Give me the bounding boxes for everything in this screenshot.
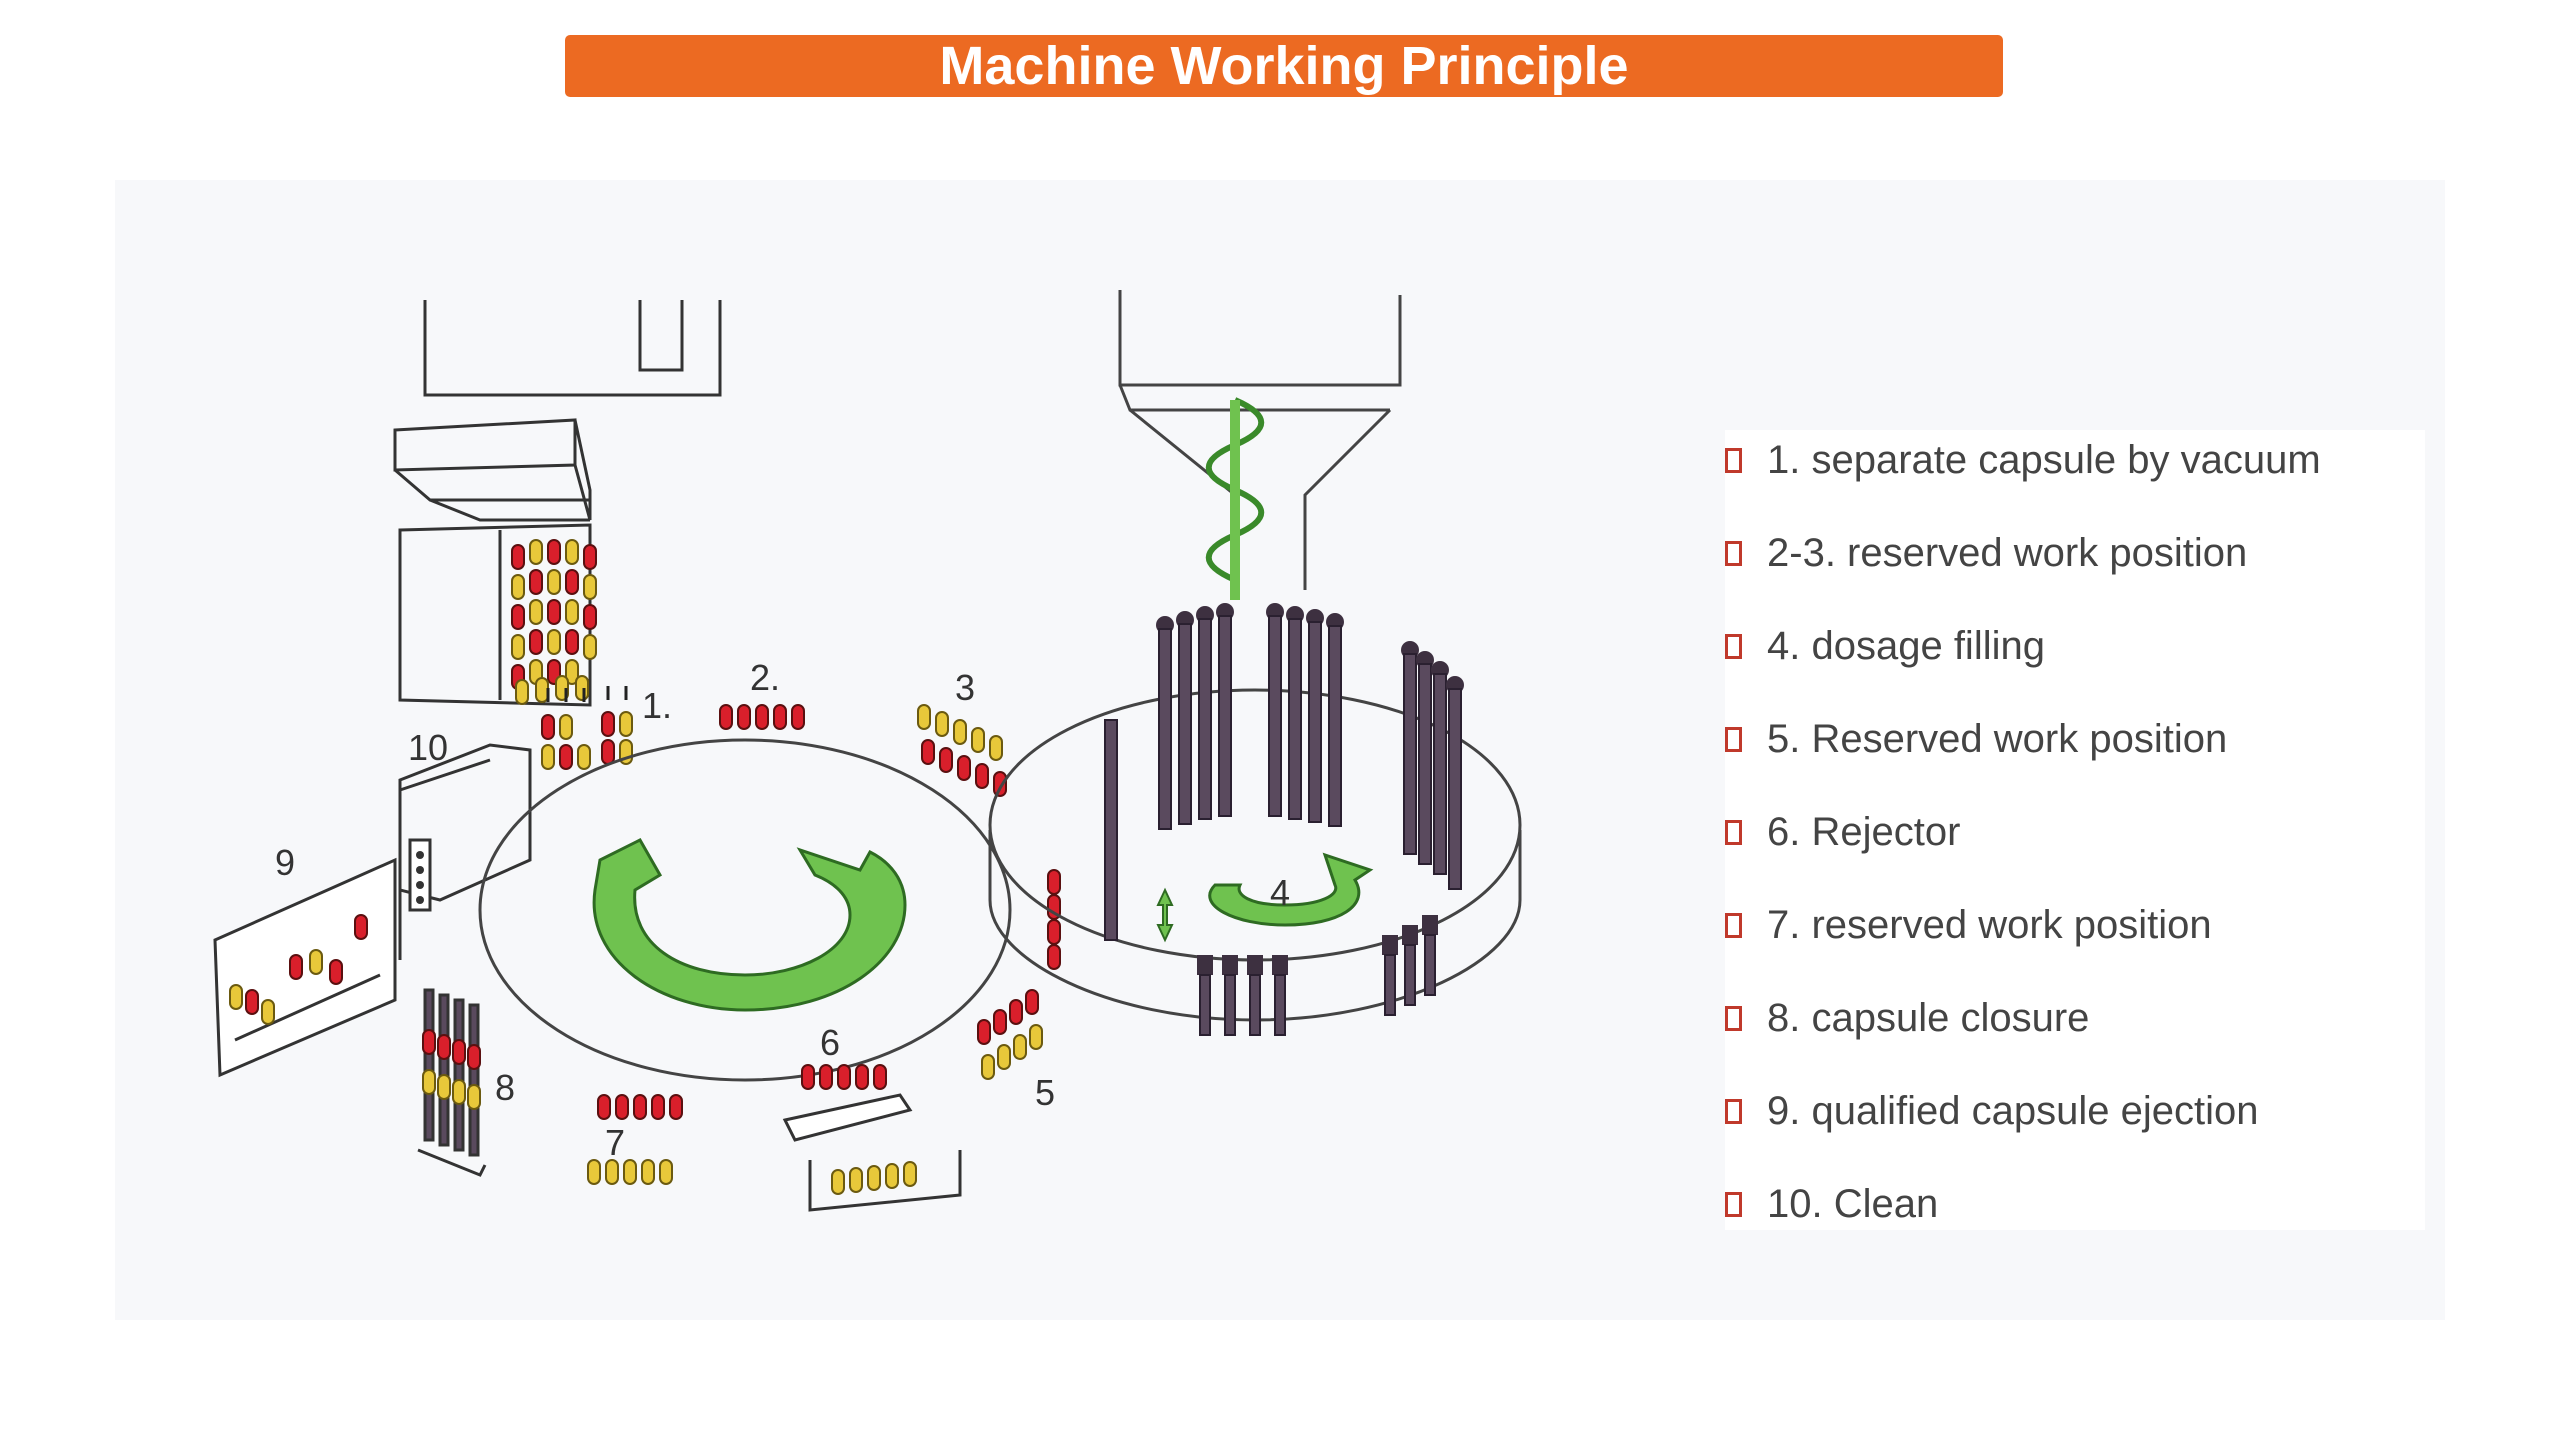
station-label-5: 5: [1035, 1072, 1055, 1113]
station-label-3: 3: [955, 667, 975, 708]
square-bullet-icon: [1725, 447, 1742, 473]
dosing-rotation-arrow: [1208, 852, 1374, 927]
rotary-table: [478, 738, 1012, 1082]
legend-item: 7. reserved work position: [1725, 895, 2212, 955]
legend-item-label: 1. separate capsule by vacuum: [1767, 437, 2321, 482]
legend-item-label: 5. Reserved work position: [1767, 716, 2228, 761]
station-7-capsules: [587, 1094, 683, 1185]
station-6-rejector: [782, 1064, 962, 1212]
vertical-arrow-icon: [1156, 887, 1174, 943]
station-label-7: 7: [605, 1122, 625, 1163]
legend-item: 8. capsule closure: [1725, 988, 2089, 1048]
square-bullet-icon: [1725, 726, 1742, 752]
square-bullet-icon: [1725, 1191, 1742, 1217]
station-label-4: 4: [1270, 872, 1290, 913]
dosing-pins: [1104, 602, 1465, 1036]
station-transfer-capsules: [1047, 869, 1061, 970]
legend-item: 10. Clean: [1725, 1174, 1938, 1234]
station-label-10: 10: [408, 727, 448, 768]
station-8-closure: [417, 988, 487, 1177]
legend-item-label: 7. reserved work position: [1767, 902, 2212, 947]
legend-item: 2-3. reserved work position: [1725, 523, 2247, 583]
legend-item-label: 9. qualified capsule ejection: [1767, 1088, 2259, 1133]
rotation-arrow: [592, 838, 907, 1012]
title-banner: Machine Working Principle: [565, 35, 2003, 97]
square-bullet-icon: [1725, 540, 1742, 566]
station-label-9: 9: [275, 842, 295, 883]
station-label-6: 6: [820, 1022, 840, 1063]
station-label-2: 2.: [750, 657, 780, 698]
station-9-ejection-chute: [213, 857, 397, 1078]
legend-item-label: 8. capsule closure: [1767, 995, 2090, 1040]
square-bullet-icon: [1725, 633, 1742, 659]
station-2-capsules: [719, 704, 805, 730]
station-1-capsules: [541, 686, 633, 770]
legend-item: 6. Rejector: [1725, 802, 1960, 862]
station-label-8: 8: [495, 1067, 515, 1108]
square-bullet-icon: [1725, 819, 1742, 845]
legend-item-label: 6. Rejector: [1767, 809, 1961, 854]
legend-item: 1. separate capsule by vacuum: [1725, 430, 2321, 490]
station-labels: 1. 2. 3 4 5 6 7 8 9 10: [275, 657, 1290, 1163]
page-title: Machine Working Principle: [939, 36, 1629, 96]
station-3-capsules: [917, 704, 1007, 797]
legend-panel: 1. separate capsule by vacuum 2-3. reser…: [1725, 430, 2425, 1230]
legend-item: 5. Reserved work position: [1725, 709, 2227, 769]
square-bullet-icon: [1725, 1005, 1742, 1031]
square-bullet-icon: [1725, 912, 1742, 938]
screw-feeder: [1205, 397, 1265, 600]
legend-item-label: 4. dosage filling: [1767, 623, 2045, 668]
legend-item-label: 2-3. reserved work position: [1767, 530, 2248, 575]
legend-item-label: 10. Clean: [1767, 1181, 1939, 1226]
square-bullet-icon: [1725, 1098, 1742, 1124]
legend-item: 4. dosage filling: [1725, 616, 2045, 676]
legend-item: 9. qualified capsule ejection: [1725, 1081, 2258, 1141]
station-5-capsules: [977, 989, 1043, 1080]
station-label-1: 1.: [642, 685, 672, 726]
capsule-machine-left: [393, 300, 722, 960]
station-10-clean: [408, 838, 432, 912]
capsule-stack: [511, 539, 597, 705]
